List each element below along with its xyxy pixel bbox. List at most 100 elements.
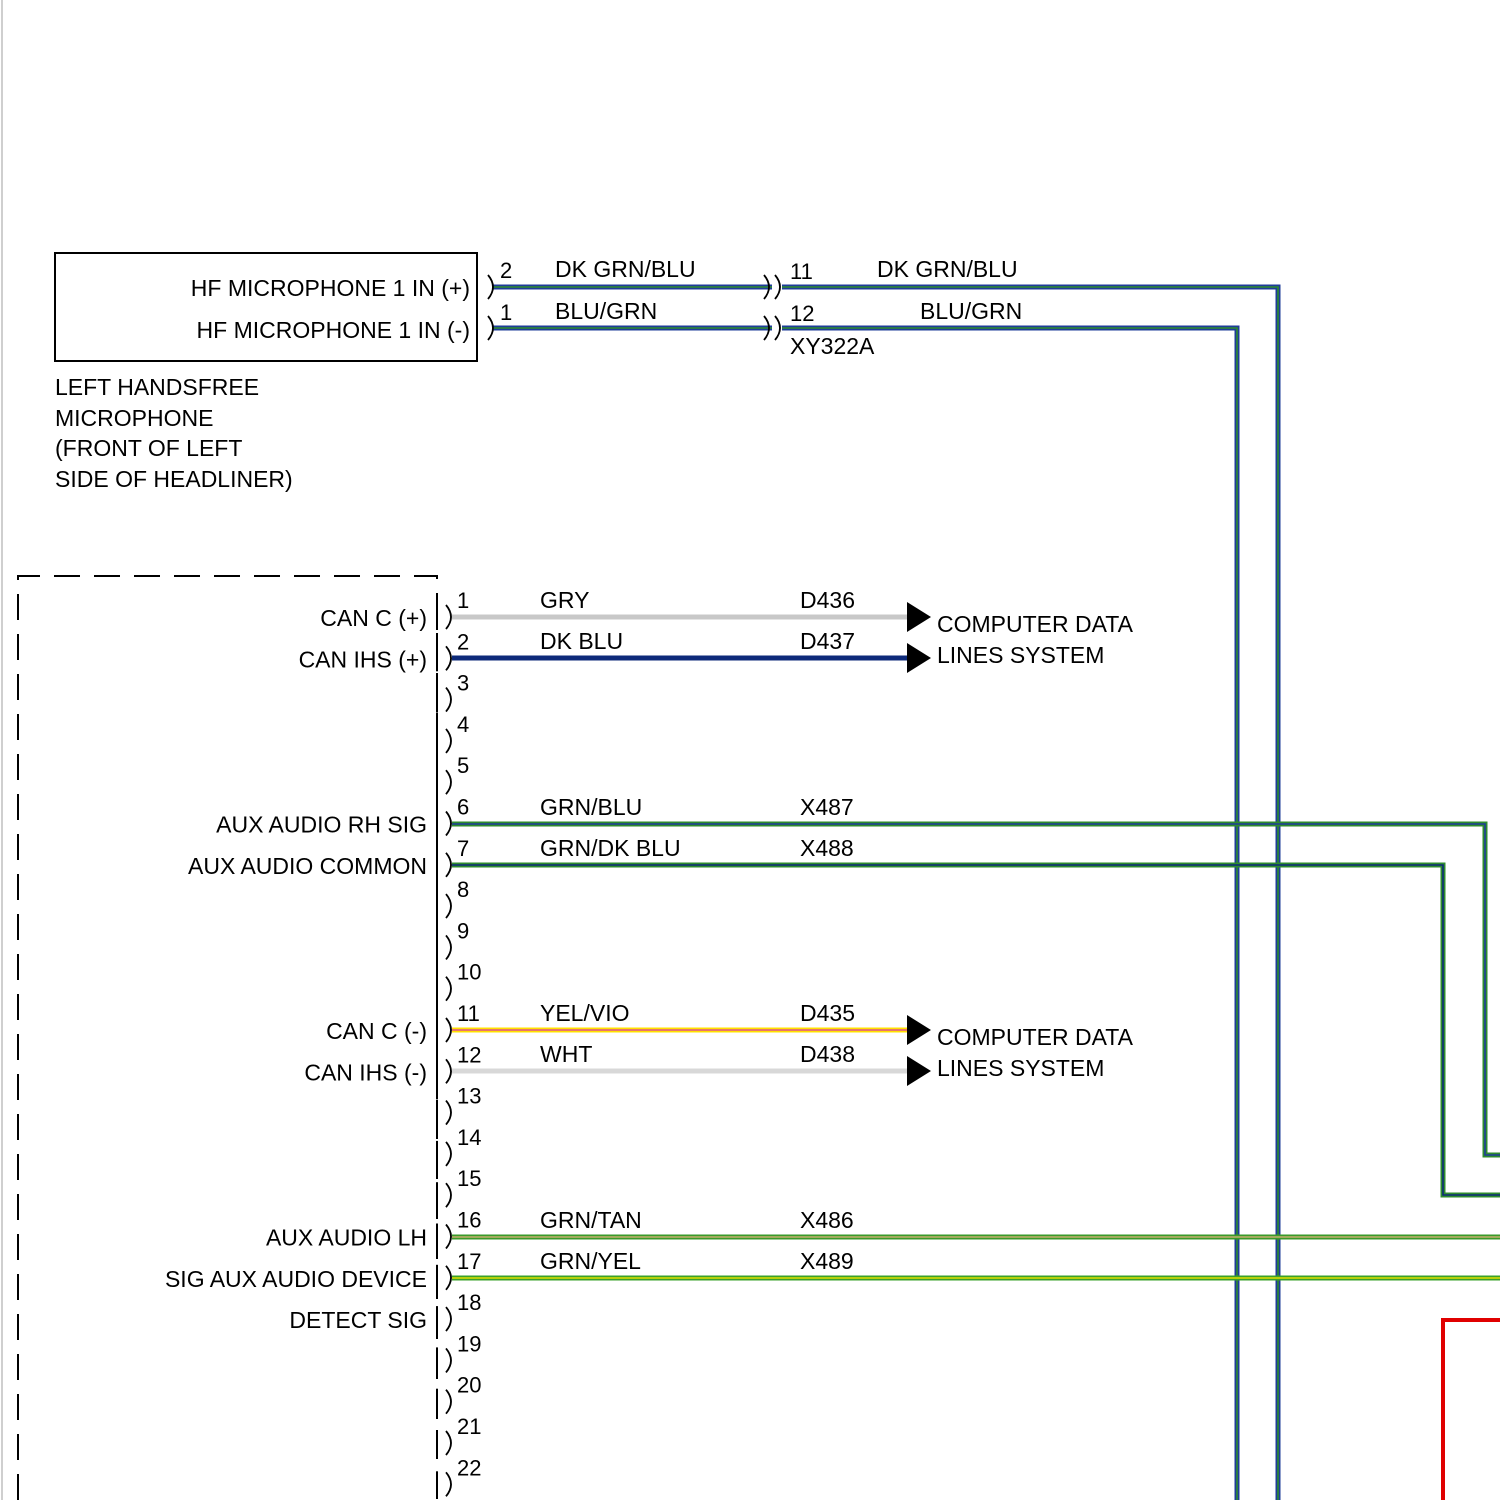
module-label-pin-12: CAN IHS (-) bbox=[304, 1059, 427, 1085]
module-pin-bracket-6 bbox=[446, 812, 451, 836]
mic-pin-label-plus: HF MICROPHONE 1 IN (+) bbox=[191, 275, 470, 301]
wire-pin-6 bbox=[452, 824, 1500, 1155]
module-pin-number-20: 20 bbox=[457, 1373, 481, 1398]
mic-wire-label-minus: BLU/GRN bbox=[555, 298, 657, 324]
wire-xy322a-12-run bbox=[782, 328, 1237, 1500]
mic-wire-label-plus: DK GRN/BLU bbox=[555, 256, 696, 282]
module-pin-bracket-4 bbox=[446, 729, 451, 753]
module-pin-bracket-7 bbox=[446, 853, 451, 877]
mic-connector-bracket-1 bbox=[488, 316, 493, 340]
mic-description-line-2: MICROPHONE bbox=[55, 405, 213, 431]
module-pin-number-4: 4 bbox=[457, 712, 469, 737]
arrow-pin-12 bbox=[907, 1056, 931, 1086]
module-pin-bracket-18 bbox=[446, 1307, 451, 1331]
destination-1-line-1: COMPUTER DATA bbox=[937, 611, 1134, 637]
module-pin-number-11: 11 bbox=[457, 1001, 480, 1026]
module-pin-bracket-22 bbox=[446, 1472, 451, 1496]
module-pin-bracket-10 bbox=[446, 977, 451, 1001]
inline-wire-label-12: BLU/GRN bbox=[920, 298, 1022, 324]
circuit-label-pin-7: X488 bbox=[800, 835, 854, 861]
module-label-pin-1: CAN C (+) bbox=[320, 605, 427, 631]
module-pin-bracket-3 bbox=[446, 688, 451, 712]
module-pin-bracket-16 bbox=[446, 1225, 451, 1249]
module-pin-bracket-8 bbox=[446, 894, 451, 918]
circuit-label-pin-1: D436 bbox=[800, 587, 855, 613]
circuit-label-pin-2: D437 bbox=[800, 628, 855, 654]
wire-color-label-pin-6: GRN/BLU bbox=[540, 794, 642, 820]
mic-description-line-4: SIDE OF HEADLINER) bbox=[55, 466, 293, 492]
wire-color-label-pin-16: GRN/TAN bbox=[540, 1207, 642, 1233]
module-pin-number-18: 18 bbox=[457, 1290, 481, 1315]
inline-connector-bracket-1 bbox=[775, 275, 780, 299]
circuit-label-pin-6: X487 bbox=[800, 794, 854, 820]
destination-2-line-2: LINES SYSTEM bbox=[937, 1055, 1104, 1081]
mic-pin-number-2: 2 bbox=[500, 258, 512, 283]
module-pin-number-15: 15 bbox=[457, 1166, 481, 1191]
module-pin-number-14: 14 bbox=[457, 1125, 481, 1150]
module-labels-layer: CAN C (+) CAN IHS (+) AUX AUDIO RH SIG AUX … bbox=[165, 587, 855, 1333]
arrow-pin-11 bbox=[907, 1015, 931, 1045]
module-pin-bracket-15 bbox=[446, 1183, 451, 1207]
module-pin-number-17: 17 bbox=[457, 1249, 481, 1274]
inline-pin-number-12: 12 bbox=[790, 301, 814, 326]
arrow-pin-2 bbox=[907, 643, 931, 673]
wire-color-label-pin-11: YEL/VIO bbox=[540, 1000, 629, 1026]
circuit-label-pin-12: D438 bbox=[800, 1041, 855, 1067]
module-pin-number-12: 12 bbox=[457, 1042, 481, 1067]
inline-pin-number-11: 11 bbox=[790, 259, 813, 284]
wire-xy322a-12-run-tracer bbox=[782, 328, 1237, 1500]
mic-pin-number-1: 1 bbox=[500, 300, 512, 325]
wire-color-label-pin-1: GRY bbox=[540, 587, 589, 613]
wire-color-label-pin-12: WHT bbox=[540, 1041, 592, 1067]
module-pin-bracket-20 bbox=[446, 1390, 451, 1414]
circuit-label-pin-11: D435 bbox=[800, 1000, 855, 1026]
module-pin-bracket-1 bbox=[446, 605, 451, 629]
wire-color-label-pin-17: GRN/YEL bbox=[540, 1248, 641, 1274]
module-pin-bracket-12 bbox=[446, 1059, 451, 1083]
module-pin-bracket-9 bbox=[446, 935, 451, 959]
mic-description-line-1: LEFT HANDSFREE bbox=[55, 374, 259, 400]
module-label-pin-6: AUX AUDIO RH SIG bbox=[216, 812, 427, 838]
module-pin-bracket-2 bbox=[446, 646, 451, 670]
inline-connector-bracket-3 bbox=[775, 316, 780, 340]
destination-1-line-2: LINES SYSTEM bbox=[937, 642, 1104, 668]
module-label-pin-16: AUX AUDIO LH bbox=[266, 1225, 427, 1251]
module-label-pin-18: DETECT SIG bbox=[289, 1307, 427, 1333]
module-label-pin-7: AUX AUDIO COMMON bbox=[188, 853, 427, 879]
module-label-pin-2: CAN IHS (+) bbox=[299, 646, 427, 672]
module-pin-number-5: 5 bbox=[457, 753, 469, 778]
module-pin-number-22: 22 bbox=[457, 1455, 481, 1480]
module-pin-number-7: 7 bbox=[457, 836, 469, 861]
module-pin-bracket-21 bbox=[446, 1431, 451, 1455]
wire-pin-6-tracer bbox=[452, 824, 1500, 1155]
wire-xy322a-11-run-tracer bbox=[782, 287, 1278, 1500]
wires-layer bbox=[452, 287, 1500, 1500]
inline-connector-name: XY322A bbox=[790, 333, 875, 359]
module-pin-number-3: 3 bbox=[457, 671, 469, 696]
destination-2-line-1: COMPUTER DATA bbox=[937, 1024, 1134, 1050]
module-pin-bracket-13 bbox=[446, 1101, 451, 1125]
module-pin-number-19: 19 bbox=[457, 1331, 481, 1356]
module-pin-bracket-14 bbox=[446, 1142, 451, 1166]
wire-color-label-pin-2: DK BLU bbox=[540, 628, 623, 654]
inline-wire-label-11: DK GRN/BLU bbox=[877, 256, 1018, 282]
arrow-pin-1 bbox=[907, 602, 931, 632]
wire-color-label-pin-7: GRN/DK BLU bbox=[540, 835, 681, 861]
circuit-label-pin-16: X486 bbox=[800, 1207, 854, 1233]
module-pin-bracket-17 bbox=[446, 1266, 451, 1290]
module-pin-number-21: 21 bbox=[457, 1414, 481, 1439]
module-pin-number-10: 10 bbox=[457, 960, 481, 985]
module-pin-number-6: 6 bbox=[457, 795, 469, 820]
module-label-pin-17: SIG AUX AUDIO DEVICE bbox=[165, 1266, 427, 1292]
module-pin-number-9: 9 bbox=[457, 918, 469, 943]
module-pin-bracket-5 bbox=[446, 770, 451, 794]
mic-connector-bracket-2 bbox=[488, 275, 493, 299]
module-label-pin-11: CAN C (-) bbox=[326, 1018, 427, 1044]
module-pin-number-16: 16 bbox=[457, 1208, 481, 1233]
mic-description-line-3: (FRONT OF LEFT bbox=[55, 435, 242, 461]
microphone-box bbox=[55, 253, 477, 361]
mic-pin-label-minus: HF MICROPHONE 1 IN (-) bbox=[197, 317, 470, 343]
wire-red bbox=[1443, 1320, 1500, 1500]
